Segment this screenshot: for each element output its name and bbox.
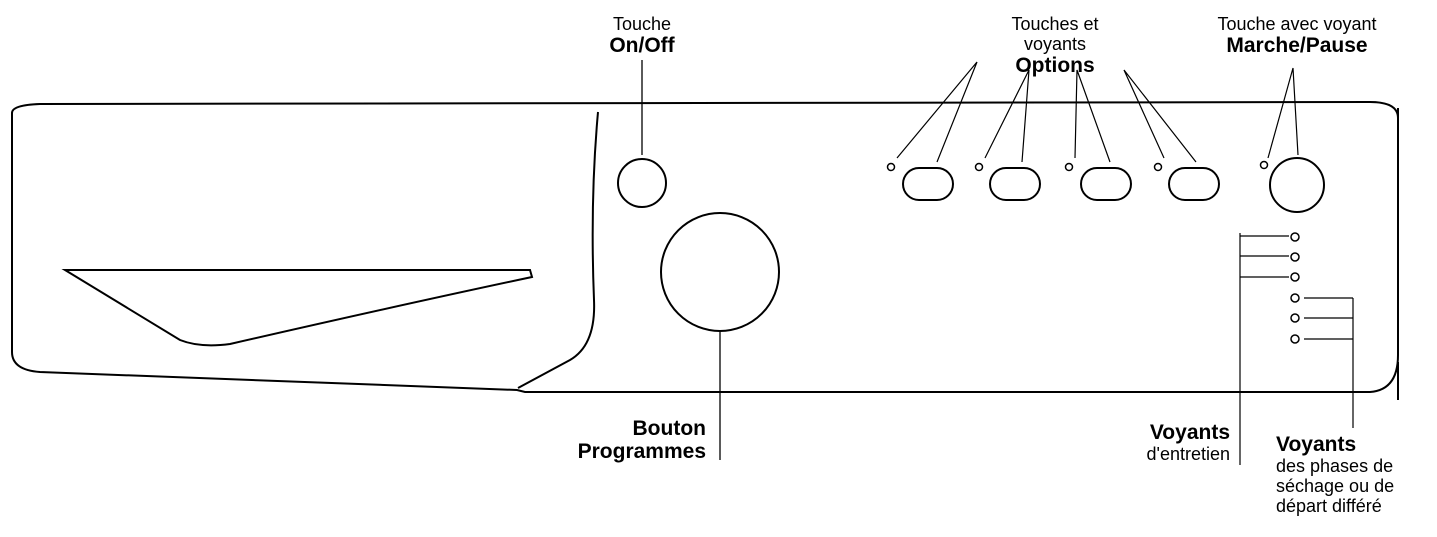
option-led-2 [974,162,984,172]
maintenance-label-line2: d'entretien [1146,444,1231,464]
options-leaders [896,61,1197,163]
options-label-line2: voyants [1023,34,1087,54]
options-label-line3: Options [1015,54,1095,77]
option-button-3[interactable] [1080,167,1132,201]
option-led-4 [1153,162,1163,172]
option-group-4 [1153,162,1220,201]
drying-leaders [1304,297,1354,428]
option-group-2 [974,162,1041,201]
program-knob[interactable] [660,212,780,332]
options-label-line1: Touches et [1011,14,1099,34]
option-led-3 [1064,162,1074,172]
maintenance-led-2 [1290,252,1300,262]
drying-led-2 [1290,313,1300,323]
maintenance-label-line1: Voyants [1149,421,1230,444]
maintenance-leds [1290,232,1300,282]
program-knob-label: Bouton Programmes [578,417,706,463]
onoff-button[interactable] [617,158,667,208]
drying-label: Voyants des phases de séchage ou de dépa… [1276,433,1394,516]
drawer-divider [517,111,599,389]
onoff-label: Touche On/Off [609,14,674,57]
maintenance-led-3 [1290,272,1300,282]
drying-label-line1: Voyants [1276,433,1357,456]
maintenance-led-1 [1290,232,1300,242]
onoff-label-line2: On/Off [609,34,675,57]
option-button-4[interactable] [1168,167,1220,201]
option-button-1[interactable] [902,167,954,201]
option-led-1 [886,162,896,172]
drying-leds [1290,293,1300,344]
onoff-label-line1: Touche [612,14,672,34]
start-pause-led [1259,160,1269,170]
maintenance-label: Voyants d'entretien [1147,421,1231,464]
maintenance-leaders [1239,233,1289,465]
start-pause-label-line1: Touche avec voyant [1217,14,1377,34]
option-group-1 [886,162,954,201]
program-knob-label-line1: Bouton [632,417,706,440]
start-pause-leaders [1267,67,1299,159]
drying-led-1 [1290,293,1300,303]
start-pause-label: Touche avec voyant Marche/Pause [1217,14,1376,57]
option-group-3 [1064,162,1132,201]
drying-label-line3: séchage ou de [1276,476,1395,496]
options-label: Touches et voyants Options [1011,14,1098,77]
start-pause-button[interactable] [1269,157,1325,213]
drying-led-3 [1290,334,1300,344]
panel-outline [11,100,1399,393]
drying-label-line4: départ différé [1276,496,1382,516]
drawer-handle [61,269,534,347]
drying-label-line2: des phases de [1276,456,1394,476]
program-knob-label-line2: Programmes [577,440,706,463]
start-pause-label-line2: Marche/Pause [1226,34,1368,57]
option-button-2[interactable] [989,167,1041,201]
